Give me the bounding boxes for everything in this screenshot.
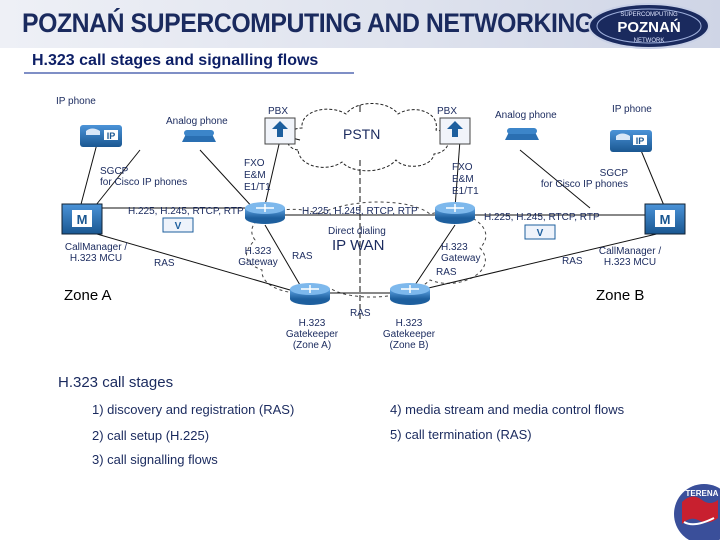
callmanager-right-line-1: CallManager / (598, 246, 662, 257)
sgcp-right-label: SGCP for Cisco IP phones (528, 168, 628, 190)
ras-left-label: RAS (154, 258, 175, 269)
gatekeeper-a-line-3: (Zone A) (292, 340, 332, 351)
banner-title: POZNAŃ SUPERCOMPUTING AND NETWORKING CEN… (22, 8, 700, 38)
gatekeeper-a-line-2: Gatekeeper (285, 329, 339, 340)
gatekeeper-a-label: H.323 Gatekeeper (Zone A) (284, 318, 340, 351)
gatekeeper-b-line-2: Gatekeeper (382, 329, 436, 340)
callmanager-left-icon: M (61, 203, 103, 235)
flow-left-label: H.225, H.245, RTCP, RTP (128, 206, 244, 217)
m-badge-right: M (660, 212, 671, 227)
fxo-left-line-2: E&M (244, 170, 266, 181)
stage-item-4: 4) media stream and media control flows (390, 402, 625, 417)
gateway-right-icon (435, 202, 475, 224)
pstn-label: PSTN (343, 126, 381, 142)
callmanager-left-line-2: H.323 MCU (69, 253, 123, 264)
ip-phone-right-label: IP phone (612, 104, 652, 115)
psnc-logo: SUPERCOMPUTING POZNAŃ NETWORK (588, 3, 710, 49)
callmanager-left-line-1: CallManager / (64, 242, 128, 253)
slide-title: H.323 call stages and signalling flows (32, 52, 319, 69)
gateway-left-line-2: Gateway (238, 257, 278, 268)
gatekeeper-a-icon (290, 283, 330, 305)
logo-top-text: SUPERCOMPUTING (620, 12, 678, 18)
pstn-cloud (286, 103, 449, 172)
sgcp-right-line-2: for Cisco IP phones (540, 179, 628, 190)
m-badge-left: M (77, 212, 88, 227)
pbx-left-icon (264, 117, 296, 145)
v-badge-right: V (537, 228, 544, 239)
sgcp-left-line-1: SGCP (100, 166, 129, 177)
ras-mid-right-label: RAS (436, 267, 457, 278)
stage-item-1: 1) discovery and registration (RAS) (92, 402, 295, 417)
callmanager-left-label: CallManager / H.323 MCU (54, 242, 138, 264)
fxo-right-line-1: FXO (452, 162, 473, 173)
pbx-right-icon (439, 117, 471, 145)
terena-logo: TERENA (674, 484, 720, 540)
callmanager-right-line-2: H.323 MCU (603, 257, 657, 268)
v-badge-left: V (175, 221, 182, 232)
fxo-right-line-2: E&M (452, 174, 474, 185)
gateway-left-label: H.323 Gateway (236, 246, 280, 268)
zone-b-label: Zone B (596, 287, 645, 304)
gateway-left-icon (245, 202, 285, 224)
stage-item-3: 3) call signalling flows (92, 452, 218, 467)
gatekeeper-b-line-1: H.323 (395, 318, 423, 329)
analog-phone-right-icon (505, 128, 539, 140)
fxo-left-label: FXO E&M E1/T1 (244, 158, 271, 194)
pbx-right-label: PBX (437, 106, 458, 117)
callmanager-right-label: CallManager / H.323 MCU (590, 246, 670, 268)
ip-badge-right: IP (636, 136, 645, 146)
sgcp-right-line-1: SGCP (599, 168, 628, 179)
terena-logo-text: TERENA (686, 489, 719, 498)
ip-phone-right-icon: IP (610, 130, 652, 152)
pbx-left-label: PBX (268, 106, 289, 117)
stage-item-2: 2) call setup (H.225) (92, 428, 210, 443)
fxo-left-line-3: E1/T1 (244, 182, 271, 193)
gatekeeper-b-label: H.323 Gatekeeper (Zone B) (380, 318, 438, 351)
sgcp-left-line-2: for Cisco IP phones (100, 177, 188, 188)
flow-middle-label: H.225, H.245, RTCP, RTP (302, 206, 418, 217)
gateway-right-line-1: H.323 (441, 242, 468, 253)
analog-phone-right-label: Analog phone (495, 110, 557, 121)
logo-bottom-text: NETWORK (634, 38, 665, 44)
gateway-right-line-2: Gateway (441, 253, 481, 264)
ras-bottom-label: RAS (350, 308, 371, 319)
title-underline (24, 72, 354, 74)
fxo-right-line-3: E1/T1 (452, 186, 479, 197)
logo-main-text: POZNAŃ (617, 19, 680, 36)
analog-phone-left-icon (182, 130, 216, 142)
sgcp-left-label: SGCP for Cisco IP phones (100, 166, 187, 188)
ip-phone-left-icon: IP (80, 125, 122, 147)
fxo-left-line-1: FXO (244, 158, 265, 169)
ras-right-label: RAS (562, 256, 583, 267)
voice-module-left-icon: V (162, 217, 194, 233)
gateway-right-label: H.323 Gateway (441, 242, 480, 264)
analog-phone-left-label: Analog phone (166, 116, 228, 127)
gatekeeper-b-line-3: (Zone B) (389, 340, 429, 351)
gateway-left-line-1: H.323 (244, 246, 272, 257)
fxo-right-label: FXO E&M E1/T1 (452, 162, 479, 198)
voice-module-right-icon: V (524, 224, 556, 240)
ip-wan-label: IP WAN (332, 237, 385, 254)
flow-right-label: H.225, H.245, RTCP, RTP (484, 212, 600, 223)
direct-dialing-label: Direct dialing (328, 226, 386, 237)
stages-heading: H.323 call stages (58, 374, 174, 391)
ip-badge-left: IP (107, 131, 116, 141)
gatekeeper-a-line-1: H.323 (298, 318, 326, 329)
gatekeeper-b-icon (390, 283, 430, 305)
ip-phone-left-label: IP phone (56, 96, 96, 107)
stage-item-5: 5) call termination (RAS) (390, 427, 532, 442)
callmanager-right-icon: M (644, 203, 686, 235)
zone-a-label: Zone A (64, 287, 112, 304)
ip-wan-cloud (246, 201, 487, 298)
ras-mid-left-label: RAS (292, 251, 313, 262)
